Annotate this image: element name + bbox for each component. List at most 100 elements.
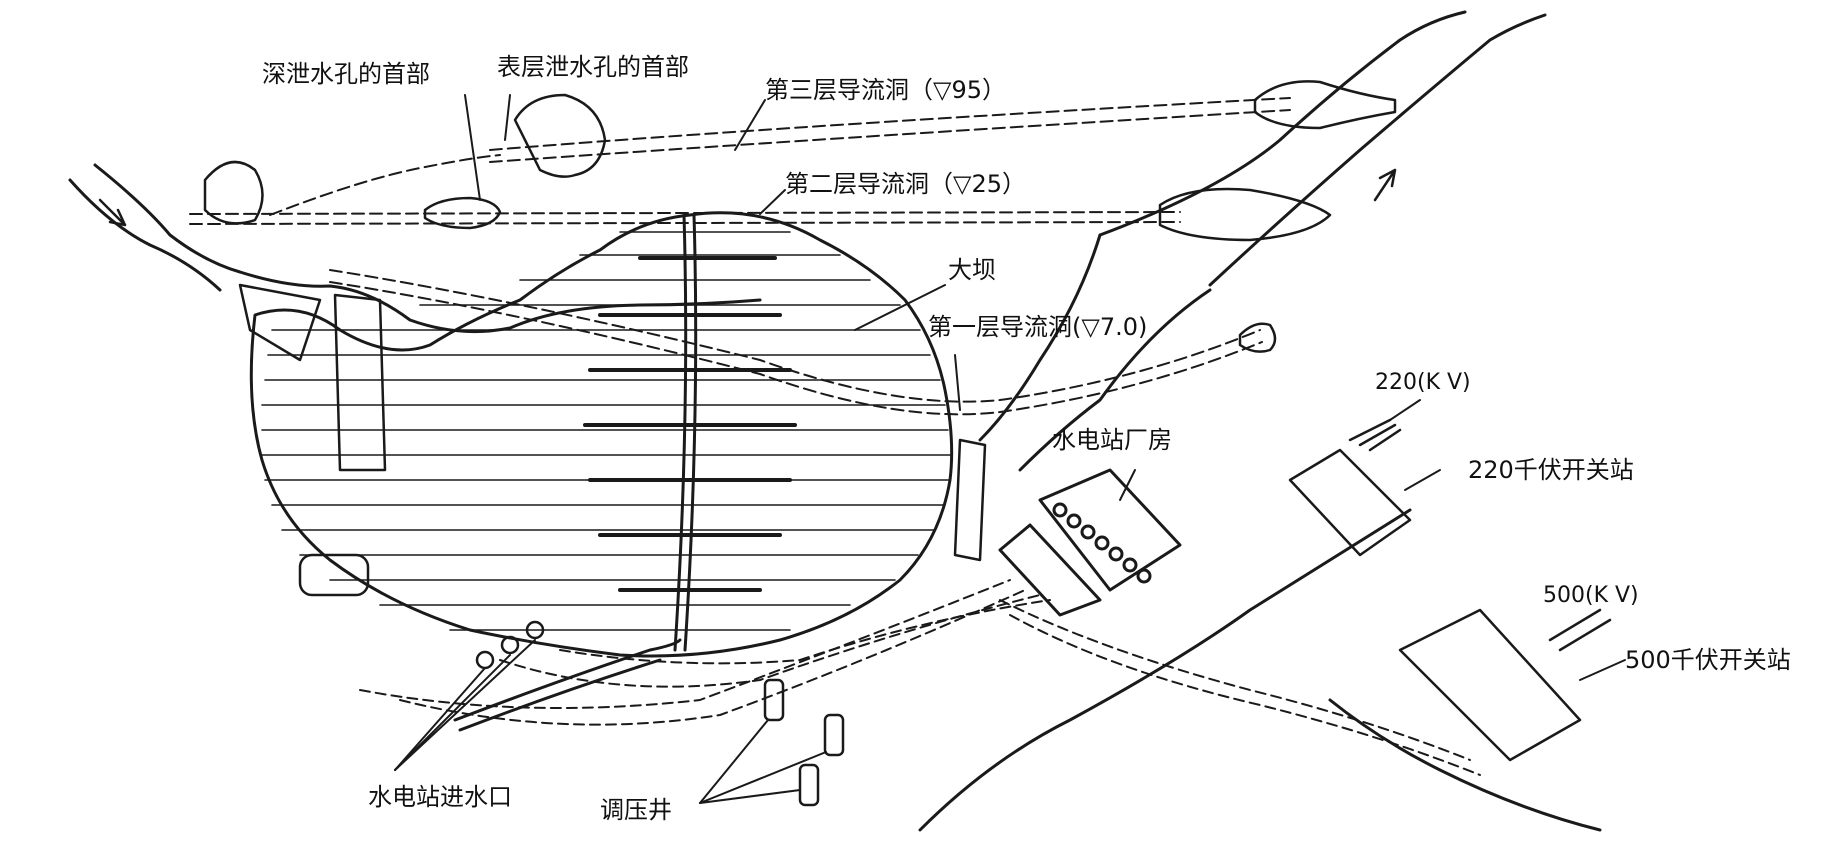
switchyard-500 bbox=[1398, 608, 1626, 762]
downstream-exit-3 bbox=[1253, 80, 1397, 130]
left-abutment-block bbox=[238, 283, 322, 362]
upstream-gate bbox=[203, 160, 264, 225]
turbine-unit bbox=[1094, 535, 1110, 551]
switchyard-500-line bbox=[1548, 608, 1602, 642]
intake-circle bbox=[525, 620, 545, 640]
surge-tank bbox=[798, 763, 820, 807]
cofferdam-downstream bbox=[953, 438, 987, 562]
intake-pointer bbox=[394, 667, 486, 771]
turbine-unit bbox=[1080, 524, 1096, 540]
tailrace-line bbox=[1009, 614, 1481, 776]
label-tunnel-second: 第二层导流洞（▽25） bbox=[785, 170, 1026, 198]
penstock-line bbox=[559, 599, 1051, 665]
diversion-tunnel-3-branch bbox=[269, 154, 501, 216]
leader-surface-outlet bbox=[504, 94, 511, 141]
powerhouse-block bbox=[1038, 468, 1182, 592]
label-tunnel-third: 第三层导流洞（▽95） bbox=[765, 76, 1006, 104]
label-surface-outlet-head: 表层泄水孔的首部 bbox=[497, 53, 689, 81]
intake-circle bbox=[475, 650, 495, 670]
dam-axis-road bbox=[453, 213, 698, 732]
switchyard-220-leader bbox=[1389, 399, 1421, 421]
dam-axis-line-2 bbox=[683, 213, 698, 652]
access-road-2 bbox=[458, 658, 662, 732]
diversion-tunnel-3-line bbox=[489, 97, 1291, 151]
switchyard-220-line bbox=[1358, 423, 1397, 447]
surge-tank-pointer bbox=[699, 789, 801, 804]
powerhouse-structure bbox=[998, 468, 1182, 617]
diversion-tunnel-1-line-2 bbox=[329, 281, 1263, 416]
turbine-unit bbox=[1122, 557, 1138, 573]
left-abutment bbox=[238, 283, 987, 562]
transmission-lines bbox=[918, 508, 1602, 832]
switchyard-500-line bbox=[1558, 618, 1612, 652]
label-tunnel-first: 第一层导流洞(▽7.0) bbox=[928, 313, 1148, 341]
switchyard-500-block bbox=[1398, 608, 1582, 762]
intake-pointer bbox=[394, 654, 511, 771]
intake-circle bbox=[500, 635, 520, 655]
dam-axis-line bbox=[673, 213, 688, 652]
surge-tank-pointer bbox=[699, 719, 769, 804]
right-river-bank-west bbox=[1098, 10, 1467, 237]
label-kv220: 220(K V) bbox=[1375, 370, 1471, 395]
dam-outline bbox=[249, 211, 954, 658]
left-river-bank-lower bbox=[68, 178, 222, 292]
penstock-line bbox=[359, 579, 1011, 709]
downstream-exit-1 bbox=[1238, 322, 1277, 353]
leader-tunnel-2 bbox=[759, 189, 786, 215]
diversion-tunnel-2 bbox=[189, 211, 1181, 225]
leader-tunnel-1 bbox=[954, 354, 961, 411]
left-river-bank-upper bbox=[93, 163, 762, 334]
flow-arrows bbox=[98, 168, 1397, 227]
upstream-flow-arrow bbox=[98, 198, 127, 227]
turbine-unit bbox=[1066, 513, 1082, 529]
cofferdam-upstream bbox=[333, 293, 387, 472]
upstream-shaft bbox=[298, 553, 370, 597]
surge-tanks bbox=[699, 678, 845, 807]
leader-tunnel-3 bbox=[734, 99, 766, 151]
switchyard-220-label-leader bbox=[1404, 469, 1441, 491]
label-leaders bbox=[464, 94, 961, 411]
deep-outlet-head-shape bbox=[423, 196, 502, 230]
leader-dam bbox=[854, 284, 946, 331]
diversion-tunnel-3 bbox=[269, 97, 1291, 216]
river-bank-curve bbox=[1018, 288, 1212, 472]
penstock-line bbox=[399, 589, 1026, 726]
intake-structure bbox=[298, 553, 545, 771]
diversion-tunnel-2-line-2 bbox=[189, 221, 1181, 225]
label-surge-tank: 调压井 bbox=[600, 796, 672, 824]
switchyard-220-line bbox=[1368, 428, 1402, 452]
penstocks bbox=[359, 579, 1481, 776]
surface-outlet-head-shape bbox=[513, 93, 607, 178]
powerhouse-foundation bbox=[998, 523, 1102, 617]
turbine-unit bbox=[1136, 568, 1152, 584]
label-dam: 大坝 bbox=[948, 256, 996, 284]
label-powerhouse: 水电站厂房 bbox=[1052, 426, 1172, 454]
diversion-tunnel-1 bbox=[329, 269, 1263, 416]
downstream-exit-2 bbox=[1158, 187, 1332, 242]
label-switch220: 220千伏开关站 bbox=[1468, 456, 1634, 484]
switchyard-220 bbox=[1288, 399, 1441, 557]
river-bank-curve-2 bbox=[978, 233, 1102, 442]
label-intake: 水电站进水口 bbox=[368, 783, 512, 811]
surge-tank bbox=[823, 713, 845, 757]
turbine-unit bbox=[1108, 546, 1124, 562]
switchyard-500-leader bbox=[1579, 659, 1626, 681]
intake-pointer bbox=[394, 639, 536, 771]
tailrace-line bbox=[999, 599, 1471, 761]
surge-tank bbox=[763, 678, 785, 722]
transmission-line bbox=[918, 508, 1412, 832]
label-kv500: 500(K V) bbox=[1543, 583, 1639, 608]
turbine-unit bbox=[1052, 502, 1068, 518]
access-road bbox=[453, 638, 682, 722]
surge-tank-pointer bbox=[699, 751, 827, 804]
upstream-structures bbox=[203, 80, 1397, 353]
label-deep-outlet-head: 深泄水孔的首部 bbox=[262, 60, 430, 88]
diversion-tunnel-2-line bbox=[189, 211, 1181, 215]
right-river-bank-east bbox=[1208, 13, 1547, 287]
leader-deep-outlet bbox=[464, 94, 481, 201]
switchyard-220-block bbox=[1288, 448, 1412, 557]
dam-hatching bbox=[261, 231, 951, 631]
transmission-line bbox=[1328, 698, 1602, 832]
switchyard-220-line bbox=[1348, 418, 1392, 442]
